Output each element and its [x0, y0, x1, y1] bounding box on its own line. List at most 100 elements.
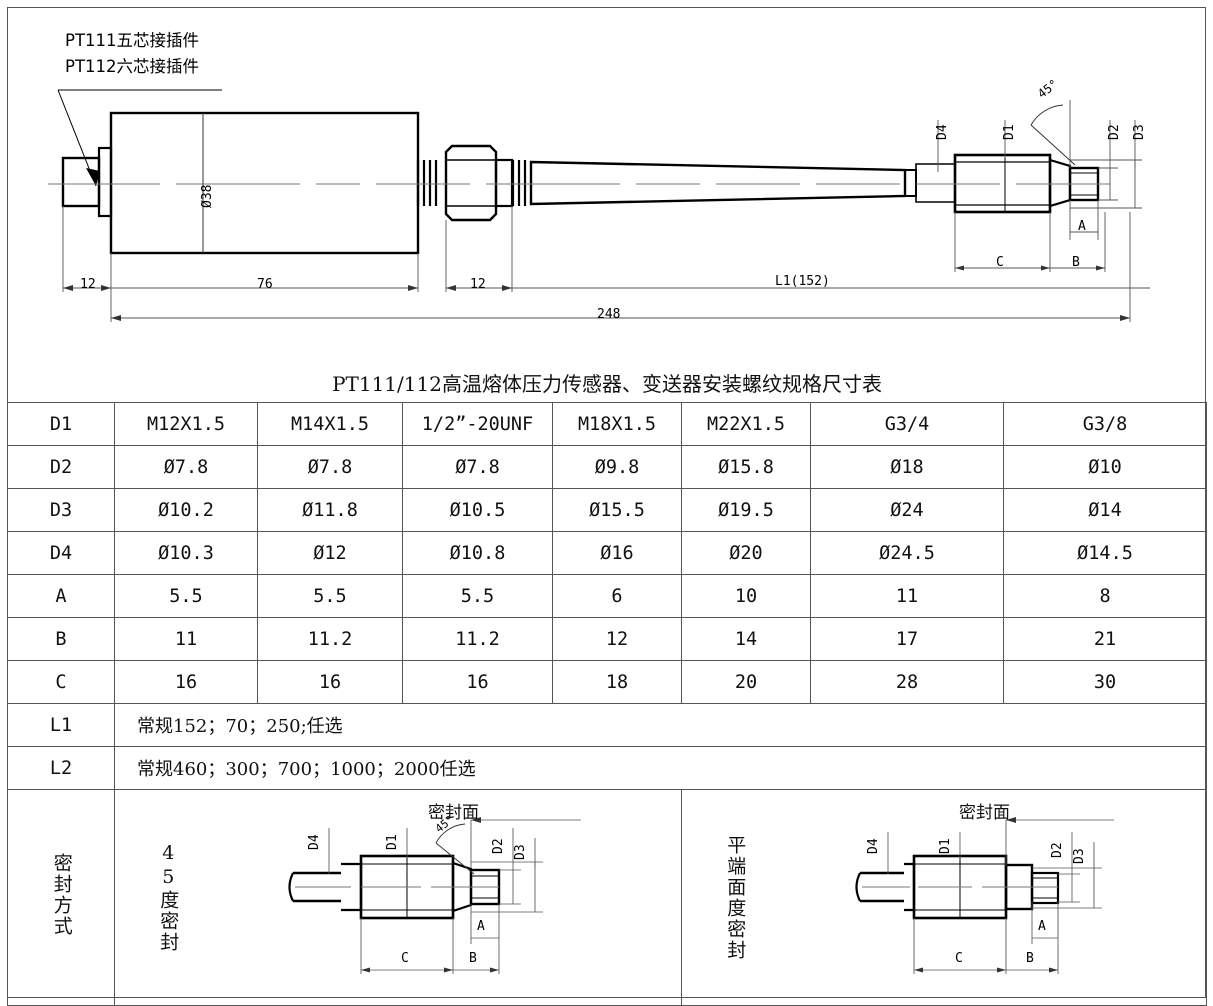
dim-rod-len: L1(152): [775, 274, 830, 289]
cell: 11: [114, 617, 258, 661]
cell: 14: [681, 617, 811, 661]
cell: Ø10.5: [402, 488, 553, 532]
cell-l1-value: 常规152；70；250;任选: [113, 703, 1208, 747]
seal-left-type-label: 45度密封: [157, 842, 180, 953]
cell: 10: [681, 574, 811, 618]
row-label-d4: D4: [7, 531, 115, 575]
seal-method-row: 密封方式 45度密封: [7, 789, 1208, 1006]
cell: Ø16: [552, 531, 682, 575]
table-row: D4 Ø10.3 Ø12 Ø10.8 Ø16 Ø20 Ø24.5 Ø14.5: [7, 531, 1208, 575]
cell: Ø9.8: [552, 445, 682, 489]
row-label-l1: L1: [7, 703, 115, 747]
row-label-d3: D3: [7, 488, 115, 532]
cell: 6: [552, 574, 682, 618]
cell: G3/4: [810, 402, 1004, 446]
label-b: B: [1072, 255, 1080, 270]
callout-pt111: PT111五芯接插件: [65, 31, 200, 50]
row-label-b: B: [7, 617, 115, 661]
cell: 16: [257, 660, 403, 704]
svg-text:D4: D4: [307, 834, 322, 850]
cell: 5.5: [114, 574, 258, 618]
cell: 11.2: [402, 617, 553, 661]
seal-left-figure: D4 D1 D2 D3 A B C 45°: [287, 812, 581, 974]
svg-text:D3: D3: [513, 844, 528, 860]
cell: Ø19.5: [681, 488, 811, 532]
cell: Ø10.8: [402, 531, 553, 575]
row-label-l2: L2: [7, 746, 115, 790]
svg-text:C: C: [401, 951, 409, 966]
svg-text:D3: D3: [1072, 848, 1087, 864]
svg-text:D1: D1: [385, 834, 400, 850]
cell: 11: [810, 574, 1004, 618]
cell: 16: [114, 660, 258, 704]
cell: Ø20: [681, 531, 811, 575]
seal-left-face-label: 密封面: [428, 802, 479, 823]
cell: Ø7.8: [114, 445, 258, 489]
label-d2: D2: [1107, 124, 1122, 140]
cell: Ø18: [810, 445, 1004, 489]
main-assembly-drawing: PT111五芯接插件 PT112六芯接插件: [0, 0, 1213, 362]
cell: 5.5: [402, 574, 553, 618]
cell: Ø7.8: [257, 445, 403, 489]
cell: Ø10.2: [114, 488, 258, 532]
cell: 28: [810, 660, 1004, 704]
label-d4: D4: [935, 124, 950, 140]
cell: 1/2”-20UNF: [402, 402, 553, 446]
table-row: A 5.5 5.5 5.5 6 10 11 8: [7, 574, 1208, 618]
cell: G3/8: [1002, 402, 1208, 446]
cell: Ø10.3: [114, 531, 258, 575]
svg-text:B: B: [1026, 951, 1034, 966]
cell: M18X1.5: [552, 402, 682, 446]
label-d3: D3: [1132, 124, 1147, 140]
seal-right-type-label: 平端面度密封: [724, 834, 747, 961]
seal-method-label-cell: 密封方式: [7, 789, 115, 1006]
cell: M12X1.5: [114, 402, 258, 446]
dim-hex-len: 12: [470, 277, 486, 292]
dim-total-len: 248: [597, 307, 621, 322]
label-c: C: [996, 255, 1004, 270]
cell: 21: [1002, 617, 1208, 661]
table-row: C 16 16 16 18 20 28 30: [7, 660, 1208, 704]
row-label-a: A: [7, 574, 115, 618]
cell: Ø7.8: [402, 445, 553, 489]
assembly-svg: [48, 89, 1150, 322]
label-a: A: [1078, 219, 1086, 234]
table-row: B 11 11.2 11.2 12 14 17 21: [7, 617, 1208, 661]
cell: 18: [552, 660, 682, 704]
table-row: D1 M12X1.5 M14X1.5 1/2”-20UNF M18X1.5 M2…: [7, 402, 1208, 446]
row-label-d2: D2: [7, 445, 115, 489]
seal-method-label: 密封方式: [50, 853, 73, 937]
label-d1: D1: [1002, 124, 1017, 140]
diameter-38-label: Ø38: [200, 184, 215, 208]
svg-text:C: C: [955, 951, 963, 966]
callout-pt112: PT112六芯接插件: [65, 57, 200, 76]
cell: Ø24.5: [810, 531, 1004, 575]
cell: 17: [810, 617, 1004, 661]
table-title: PT111/112高温熔体压力传感器、变送器安装螺纹规格尺寸表: [7, 362, 1207, 403]
cell: Ø11.8: [257, 488, 403, 532]
cell: 12: [552, 617, 682, 661]
cell: Ø15.8: [681, 445, 811, 489]
cell: Ø12: [257, 531, 403, 575]
cell: 16: [402, 660, 553, 704]
dim-connector-len: 12: [80, 277, 96, 292]
cell: 30: [1002, 660, 1208, 704]
spec-table-wrapper: PT111/112高温熔体压力传感器、变送器安装螺纹规格尺寸表 D1 M12X1…: [7, 362, 1208, 1006]
seal-right-face-label: 密封面: [959, 802, 1010, 823]
svg-text:A: A: [477, 919, 485, 934]
seal-right-cell: 平端面度密封: [680, 789, 1208, 1006]
svg-text:A: A: [1038, 919, 1046, 934]
cell: 8: [1002, 574, 1208, 618]
svg-text:D2: D2: [491, 838, 506, 854]
svg-text:D2: D2: [1050, 842, 1065, 858]
row-label-d1: D1: [7, 402, 115, 446]
cell: 5.5: [257, 574, 403, 618]
svg-text:B: B: [469, 951, 477, 966]
cell: M14X1.5: [257, 402, 403, 446]
seal-left-cell: 45度密封: [114, 789, 682, 1006]
svg-text:D4: D4: [866, 838, 881, 854]
svg-text:D1: D1: [938, 838, 953, 854]
table-title-row: PT111/112高温熔体压力传感器、变送器安装螺纹规格尺寸表: [7, 362, 1207, 403]
cell: Ø10: [1002, 445, 1208, 489]
